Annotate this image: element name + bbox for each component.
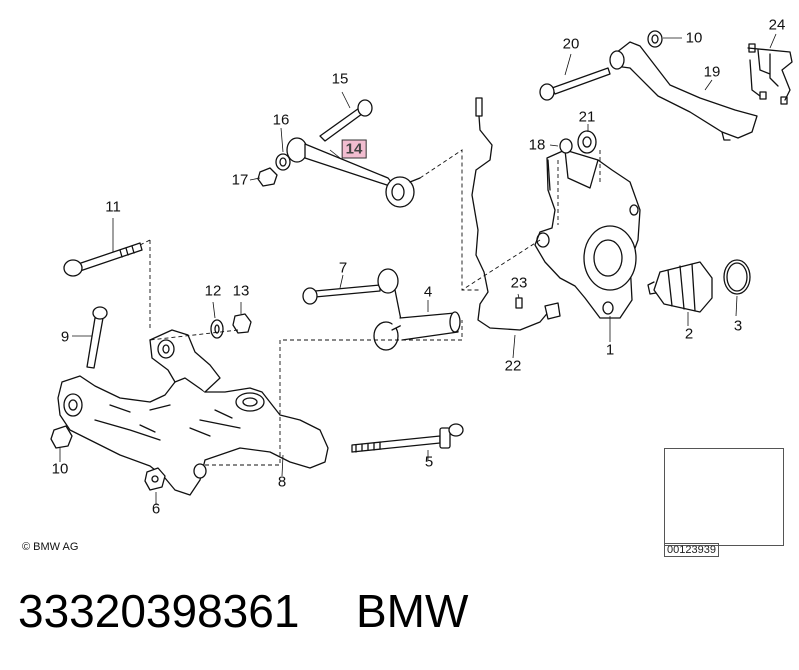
washer-part-16 [275,153,291,171]
callout-22[interactable]: 22 [504,357,522,375]
bush-part-18 [559,138,573,154]
callout-9[interactable]: 9 [60,328,70,346]
copyright-notice: © BMW AG [22,541,79,553]
link-part-4 [373,268,461,351]
callout-10-lower[interactable]: 10 [51,460,69,478]
callout-5[interactable]: 5 [424,453,434,471]
callout-20[interactable]: 20 [562,35,580,53]
callout-2[interactable]: 2 [684,325,694,343]
nut-part-6 [144,467,166,491]
callout-1[interactable]: 1 [605,341,615,359]
bolt-part-11 [63,242,143,277]
exploded-parts-diagram [50,30,793,529]
wiring-bracket-part-24 [747,43,793,105]
callout-13[interactable]: 13 [232,282,250,300]
callout-15[interactable]: 15 [331,70,349,88]
callout-8[interactable]: 8 [277,473,287,491]
long-bolt-part-5 [351,423,464,453]
bolt-part-23 [515,297,523,309]
callout-17[interactable]: 17 [231,171,249,189]
drive-boot-part-2 [647,261,713,313]
callout-4[interactable]: 4 [423,283,433,301]
callout-14-highlighted[interactable]: 14 [341,139,367,159]
callout-11[interactable]: 11 [105,198,121,216]
bush-part-21 [577,130,597,154]
circlip-part-3 [723,259,751,295]
callout-16[interactable]: 16 [272,111,290,129]
sensor-cable-part-22 [471,97,561,331]
part-number: 33320398361 [18,585,300,637]
wheel-carrier-part-1 [534,149,641,319]
bolt-part-7 [302,284,381,305]
diagram-reference-number: 00123939 [664,543,719,557]
callout-19[interactable]: 19 [703,63,721,81]
callout-23[interactable]: 23 [510,274,528,292]
callout-18[interactable]: 18 [528,136,546,154]
bolt-part-20 [539,67,611,101]
callout-6[interactable]: 6 [151,500,161,518]
nut-part-10-lower [50,425,73,449]
subframe-part-8 [57,329,329,496]
nut-part-13 [232,313,252,334]
callout-3[interactable]: 3 [733,317,743,335]
brand-name: BMW [356,585,469,637]
nut-part-17 [257,167,278,187]
callout-7[interactable]: 7 [338,259,348,277]
bush-part-10-upper [647,30,663,48]
vehicle-thumbnail[interactable] [664,448,784,546]
control-arm-part-19 [609,41,758,141]
bolt-part-15 [319,99,373,142]
washer-part-12 [210,319,224,339]
control-arm-part-14 [286,137,421,208]
callout-21[interactable]: 21 [578,108,596,126]
callout-10-upper[interactable]: 10 [685,29,703,47]
bolt-part-9 [86,306,108,369]
callout-24[interactable]: 24 [768,16,786,34]
callout-12[interactable]: 12 [204,282,222,300]
